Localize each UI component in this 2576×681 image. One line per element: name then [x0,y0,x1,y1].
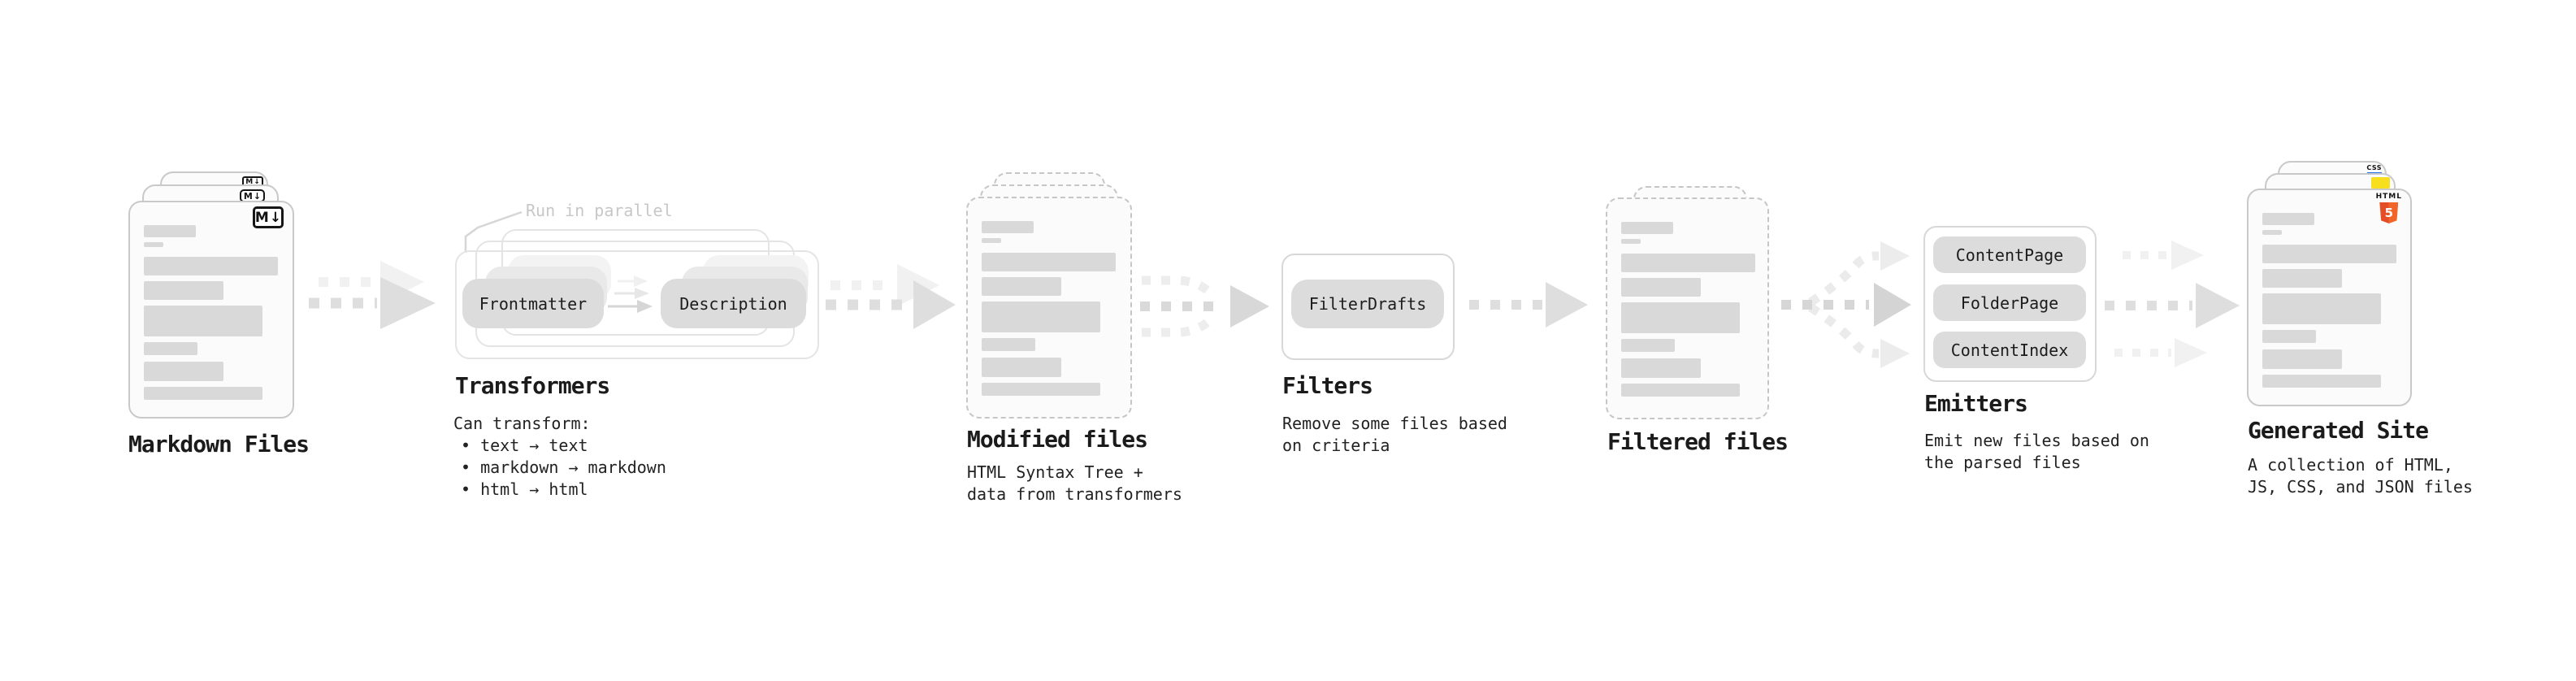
doc-text-bar [144,362,223,381]
emitters-description: Emit new files based on [1924,431,2149,450]
arrow-filtered-to-emitters [1781,241,1911,368]
stage-label-markdown-files: Markdown Files [128,431,310,458]
doc-text-bar [2262,213,2314,225]
doc-text-bar [1621,222,1673,234]
modified-files-description: data from transformers [967,484,1182,504]
doc-text-bar [1621,358,1701,378]
stage-label-filtered-files: Filtered files [1607,428,1789,455]
doc-text-bar [144,342,197,355]
filters-description: on criteria [1282,436,1390,455]
doc-text-bar [144,257,278,275]
js-icon [2371,177,2390,189]
doc-text-bar [982,338,1035,351]
doc-text-bar [982,277,1061,296]
markdown-icon: M↓ [253,206,284,228]
contentindex-pill: ContentIndex [1933,332,2086,368]
doc-text-bar [1621,254,1755,272]
filtered-file-card-front [1606,197,1769,419]
transformers-bullet: • markdown → markdown [461,458,666,477]
doc-text-bar [982,238,1001,243]
doc-text-bar [982,301,1100,332]
contentpage-pill: ContentPage [1933,236,2086,273]
markdown-file-card-front: M↓ [128,201,294,419]
doc-text-bar [2262,375,2381,388]
doc-text-bar [2262,230,2282,235]
description-pill: Description [661,279,806,328]
transformers-bullet: • text → text [461,436,588,455]
frontmatter-pill: Frontmatter [462,279,604,328]
doc-text-bar [144,281,223,300]
doc-text-bar [1621,278,1701,297]
arrow-modified-to-filters [1140,275,1269,337]
doc-text-bar [1621,384,1740,397]
modified-files-description: HTML Syntax Tree + [967,462,1143,482]
doc-text-bar [2262,293,2381,324]
transformers-bullet: • html → html [461,479,588,499]
doc-text-bar [2262,245,2396,263]
modified-file-card-front [966,197,1132,419]
filterdrafts-pill: FilterDrafts [1291,280,1444,328]
doc-text-bar [982,358,1061,377]
generated-site-description: A collection of HTML, [2248,455,2453,475]
html5-icon: HTML 5 [2376,193,2402,223]
doc-text-bar [144,387,262,400]
doc-text-bar [1621,302,1740,333]
doc-text-bar [982,383,1100,396]
arrow-markdown-to-transformers [309,261,436,329]
doc-text-bar [982,253,1116,271]
generated-file-card-html: HTML 5 [2247,189,2412,406]
doc-text-bar [144,306,262,336]
stage-label-filters: Filters [1282,372,1373,399]
stage-label-generated-site: Generated Site [2248,417,2429,444]
transformers-description: Can transform: [453,414,591,433]
folderpage-pill: FolderPage [1933,284,2086,321]
transformer-card-front [455,250,819,359]
run-in-parallel-connector [464,210,523,253]
doc-text-bar [982,221,1034,233]
doc-text-bar [144,225,196,237]
stage-label-transformers: Transformers [455,372,610,399]
emitters-description: the parsed files [1924,453,2081,472]
transformer-pill-arrows [608,275,653,313]
doc-text-bar [1621,239,1641,244]
arrow-transformers-to-modified [826,264,956,329]
doc-text-bar [2262,349,2342,369]
arrow-emitters-to-generated [2105,241,2240,367]
doc-text-bar [144,242,163,247]
doc-text-bar [2262,330,2316,343]
doc-text-bar [2262,269,2342,288]
generated-site-description: JS, CSS, and JSON files [2248,477,2473,497]
arrow-filters-to-filtered [1469,282,1588,327]
doc-text-bar [1621,339,1675,352]
run-in-parallel-annotation: Run in parallel [526,201,673,220]
filters-description: Remove some files based [1282,414,1507,433]
stage-label-emitters: Emitters [1924,390,2028,417]
stage-label-modified-files: Modified files [967,426,1148,453]
